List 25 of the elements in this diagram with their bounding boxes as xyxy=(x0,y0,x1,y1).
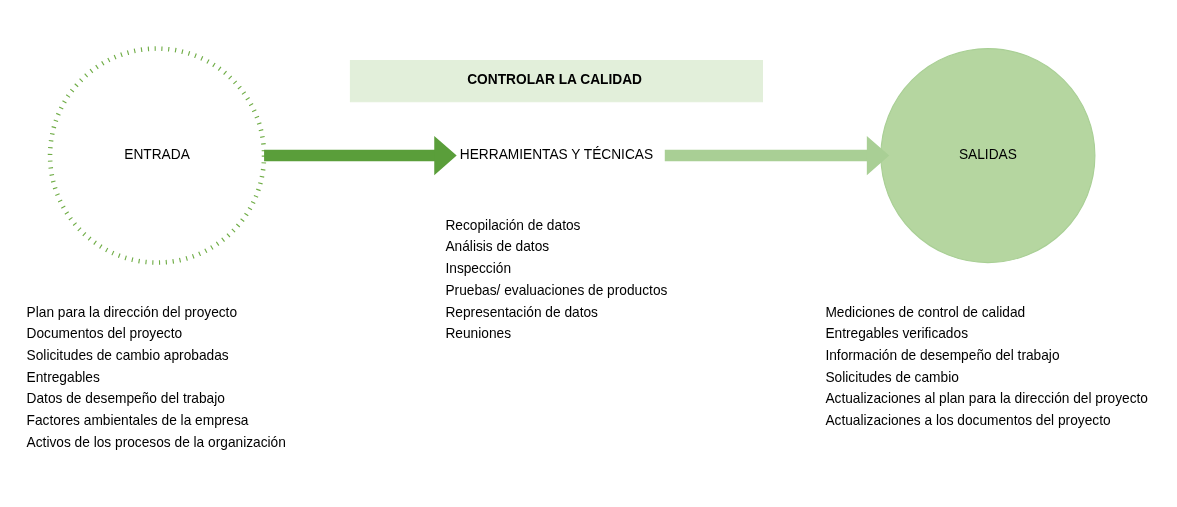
node-label: Inspección xyxy=(445,260,512,276)
node-label: Plan para la dirección del proyecto xyxy=(26,303,238,319)
node-label: Entregables verificados xyxy=(825,325,968,341)
node-label: Solicitudes de cambio aprobadas xyxy=(26,347,229,363)
node-circle: ENTRADA xyxy=(47,45,267,265)
node-label: Solicitudes de cambio xyxy=(825,369,959,385)
node-label: Actualizaciones al plan para la dirección del proyecto xyxy=(825,390,1148,406)
node-label: Factores ambientales de la empresa xyxy=(26,412,249,428)
node-label: Reuniones xyxy=(445,325,512,341)
arrow xyxy=(664,135,890,175)
node-label: Representación de datos xyxy=(445,303,598,319)
node-label: Mediciones de control de calidad xyxy=(825,303,1026,319)
node-label: Entregables xyxy=(26,369,100,385)
node-label: Actualizaciones a los documentos del proyecto xyxy=(825,412,1111,428)
node-label: Información de desempeño del trabajo xyxy=(825,347,1060,363)
arrow xyxy=(264,135,457,175)
node-label: Pruebas/ evaluaciones de productos xyxy=(445,282,668,298)
node-text: HERRAMIENTAS Y TÉCNICAS xyxy=(459,146,654,162)
node-circle: SALIDAS xyxy=(880,47,1096,263)
node-box: CONTROLAR LA CALIDAD xyxy=(349,59,764,102)
node-label: Análisis de datos xyxy=(445,238,550,254)
node-label: Activos de los procesos de la organización xyxy=(26,434,286,450)
node-label: Recopilación de datos xyxy=(445,217,581,233)
node-label: Datos de desempeño del trabajo xyxy=(26,390,225,406)
node-label: Documentos del proyecto xyxy=(26,325,183,341)
